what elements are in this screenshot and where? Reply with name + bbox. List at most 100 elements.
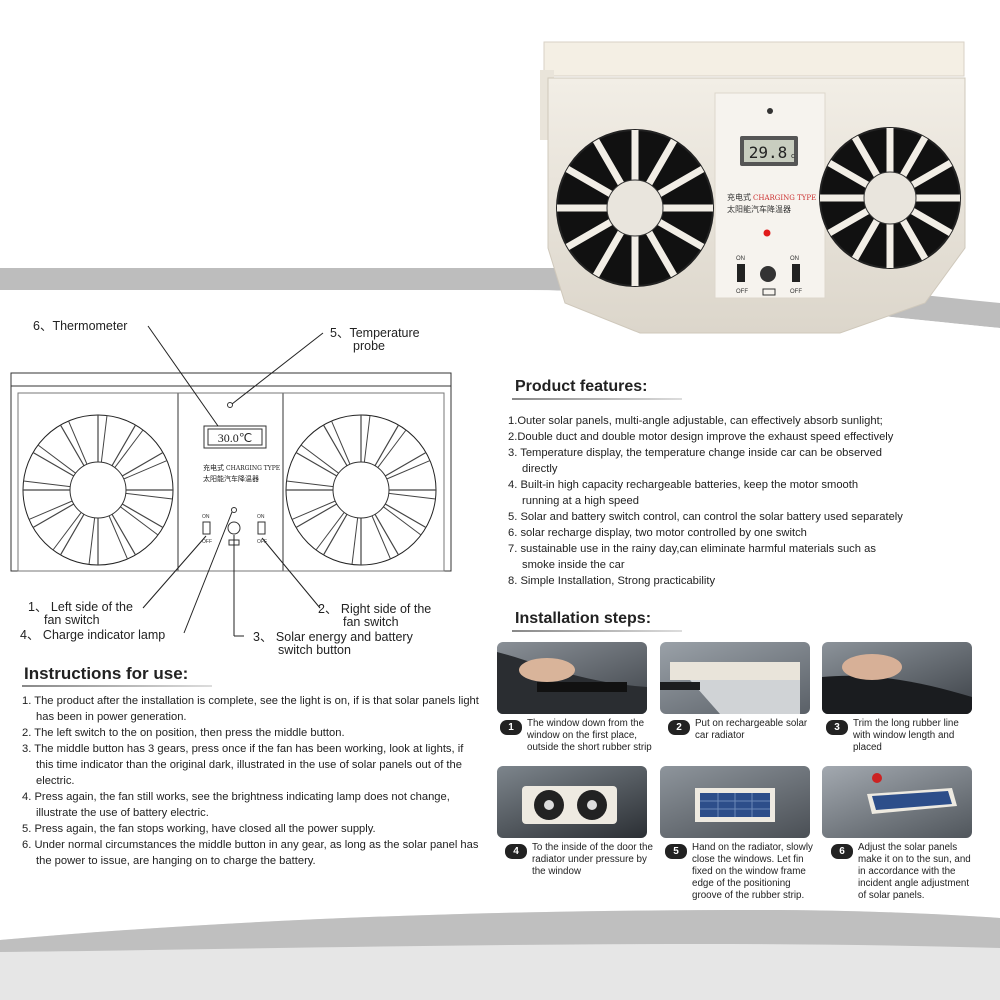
- fan-blade: [295, 451, 338, 477]
- fan-blade: [331, 420, 351, 465]
- step-5-badge: 5: [665, 844, 687, 859]
- fan-blade: [121, 503, 164, 529]
- step-3-badge: 3: [826, 720, 848, 735]
- diagram-cn-label: 充电式: [203, 463, 224, 472]
- fan-blade: [295, 503, 338, 529]
- label-charge-lamp: 4、 Charge indicator lamp: [20, 628, 166, 642]
- label-left-switch-line2: fan switch: [44, 613, 100, 627]
- fan-hub: [606, 179, 664, 237]
- fan-blade: [592, 230, 625, 278]
- features-list: 1.Outer solar panels, multi-angle adjust…: [508, 413, 978, 589]
- svg-text:ON: ON: [257, 514, 265, 520]
- svg-text:ON: ON: [790, 256, 799, 262]
- fan-blade: [645, 138, 678, 186]
- step-1-text: The window down from the window on the f…: [527, 718, 652, 753]
- diagram-display-value: 30.0℃: [218, 431, 252, 445]
- fan-blade: [322, 424, 348, 467]
- step-5-photo: [660, 766, 810, 838]
- feature-item: directly: [522, 463, 558, 475]
- left-switch[interactable]: ON OFF: [736, 256, 748, 295]
- label-left-switch-line1: 1、 Left side of the: [28, 600, 133, 614]
- step-2-photo: [660, 642, 810, 714]
- fan-blade: [827, 159, 870, 189]
- fan-blade: [111, 424, 137, 467]
- diagram-right-fan: [285, 414, 437, 566]
- fan-blade: [851, 218, 881, 261]
- fan-blade: [371, 515, 391, 560]
- fan-blade: [565, 165, 613, 198]
- label-right-switch-line1: 2、 Right side of the: [318, 602, 432, 616]
- svg-text:OFF: OFF: [257, 539, 267, 545]
- installation-heading-underline: [512, 630, 682, 632]
- label-probe-line2: probe: [353, 339, 385, 353]
- fan-blade: [388, 492, 436, 500]
- feature-item: 3. Temperature display, the temperature …: [508, 447, 882, 459]
- feature-item: 4. Built-in high capacity rechargeable b…: [508, 479, 859, 491]
- fan-blade: [286, 480, 334, 488]
- fan-blade: [68, 420, 88, 465]
- diagram-button: [227, 521, 241, 535]
- fan-blade: [315, 512, 345, 551]
- step-4-badge: 4: [505, 844, 527, 859]
- fan-blade: [52, 512, 82, 551]
- diagram-cn-label-2: 太阳能汽车降温器: [203, 474, 259, 483]
- product-lcd-unit: c: [791, 152, 795, 160]
- step-3-text: Trim the long rubber line with window le…: [853, 718, 959, 753]
- fan-blade: [32, 503, 75, 529]
- feature-item: 7. sustainable use in the rainy day,can …: [508, 543, 876, 555]
- instruction-item: 4. Press again, the fan still works, see…: [22, 791, 450, 819]
- right-switch[interactable]: ON OFF: [790, 256, 802, 295]
- fan-blade: [384, 503, 427, 529]
- fan-blade: [100, 415, 108, 463]
- svg-text:OFF: OFF: [736, 289, 748, 295]
- fan-blade: [899, 135, 929, 178]
- fan-blade: [377, 429, 407, 468]
- product-cn-label-2: 太阳能汽车降温器: [727, 204, 791, 214]
- step-1-photo: [497, 642, 647, 714]
- label-right-switch-line2: fan switch: [343, 615, 399, 629]
- step-5-text: Hand on the radiator, slowly close the w…: [692, 842, 813, 901]
- fan-blade: [657, 165, 705, 198]
- label-button-line2: switch button: [278, 643, 351, 657]
- battery-icon: [762, 288, 776, 296]
- fan-blade: [291, 500, 336, 520]
- features-heading: Product features:: [515, 378, 648, 395]
- fan-blade: [899, 218, 929, 261]
- fan-blade: [351, 517, 359, 565]
- fan-blade: [851, 135, 881, 178]
- fan-blade: [363, 415, 371, 463]
- diagram-en-label: CHARGING TYPE: [226, 465, 280, 472]
- fan-blade: [23, 480, 71, 488]
- fan-blade: [114, 429, 144, 468]
- svg-text:OFF: OFF: [790, 289, 802, 295]
- instruction-item: 2. The left switch to the on position, t…: [22, 727, 345, 739]
- step-2-badge: 2: [668, 720, 690, 735]
- fan-blade: [565, 218, 613, 251]
- diagram-probe: [227, 402, 233, 408]
- step-3-photo: [822, 642, 972, 714]
- fan-blade: [374, 513, 400, 556]
- middle-button[interactable]: [760, 266, 776, 282]
- fan-blade: [322, 513, 348, 556]
- feature-item: running at a high speed: [522, 495, 639, 507]
- instructions-list: 1. The product after the installation is…: [22, 693, 482, 869]
- feature-item: 8. Simple Installation, Strong practicab…: [508, 575, 716, 587]
- right-fan: [819, 127, 961, 269]
- fan-blade: [386, 460, 431, 480]
- fan-blade: [910, 207, 953, 237]
- fan-blade: [28, 500, 73, 520]
- feature-item: smoke inside the car: [522, 559, 625, 571]
- fan-hub: [332, 461, 390, 519]
- fan-blade: [657, 218, 705, 251]
- feature-item: 6. solar recharge display, two motor con…: [508, 527, 807, 539]
- left-fan: [556, 129, 714, 287]
- fan-blade: [125, 492, 173, 500]
- fan-blade: [120, 506, 159, 536]
- step-6-text: Adjust the solar panels make it on to th…: [858, 842, 971, 901]
- step-4-photo: [497, 766, 647, 838]
- svg-text:ON: ON: [736, 256, 745, 262]
- fan-blade: [910, 159, 953, 189]
- fan-blade: [108, 515, 128, 560]
- fan-blade: [59, 424, 85, 467]
- fan-blade: [374, 424, 400, 467]
